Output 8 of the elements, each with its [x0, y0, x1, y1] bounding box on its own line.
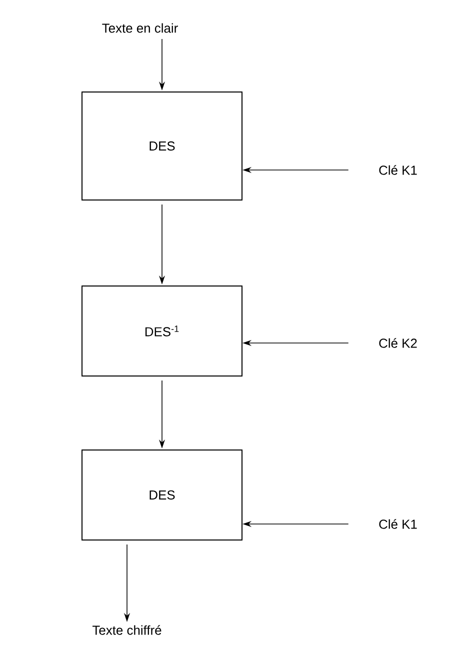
process-box: DES — [82, 450, 242, 540]
process-box: DES$^{-1}$ — [82, 286, 242, 376]
text-label: Texte en clair — [102, 23, 178, 33]
key-label: Clé K1 — [379, 165, 417, 175]
text-label: Texte chiffré — [92, 625, 162, 635]
key-label: Clé K1 — [379, 519, 417, 529]
process-box: DES — [82, 92, 242, 200]
key-label: Clé K2 — [379, 338, 417, 348]
